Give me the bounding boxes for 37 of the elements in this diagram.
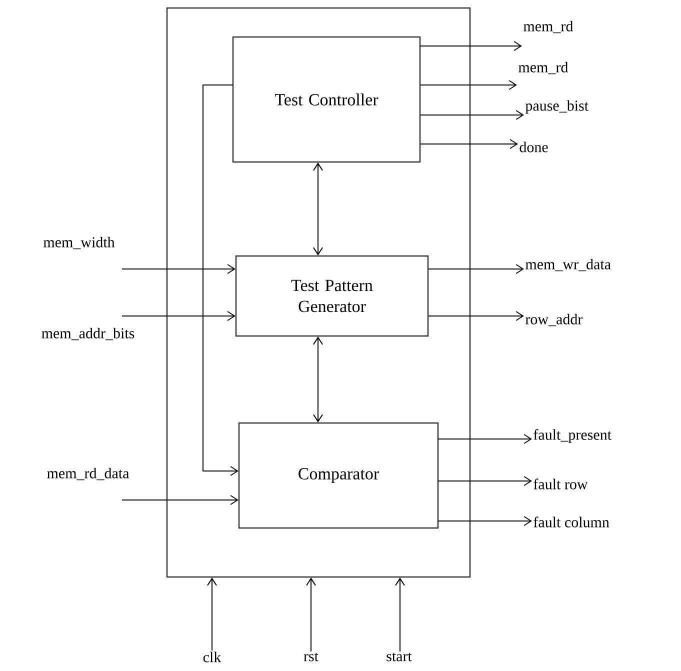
- arrow: [428, 311, 524, 321]
- signal-label: mem_rd_data: [47, 468, 130, 480]
- signal-label: clk: [203, 652, 222, 662]
- arrow: [202, 84, 238, 476]
- signal-label: start: [386, 652, 412, 662]
- arrow: [395, 578, 405, 652]
- block-box: Test Pattern Generator: [236, 256, 428, 336]
- arrow: [420, 139, 518, 149]
- system-block: [166, 8, 470, 578]
- block-box: Comparator: [238, 422, 438, 528]
- signal-label: mem_addr_bits: [42, 328, 134, 340]
- signal-label: fault row: [534, 478, 588, 490]
- arrow: [122, 264, 236, 274]
- arrow: [122, 311, 236, 321]
- signal-label: fault column: [534, 516, 610, 528]
- signal-label: done: [520, 142, 548, 152]
- signal-label: mem_width: [43, 236, 115, 250]
- arrow: [313, 336, 323, 422]
- arrow: [438, 516, 532, 526]
- arrow: [313, 162, 323, 256]
- arrow: [207, 578, 217, 652]
- signal-label: mem_rd: [518, 62, 568, 74]
- signal-label: mem_wr_data: [526, 258, 611, 272]
- signal-label: row_addr: [526, 314, 583, 326]
- arrow: [122, 495, 238, 505]
- signal-label: rst: [304, 652, 318, 662]
- arrow: [420, 110, 524, 120]
- arrow: [420, 80, 517, 90]
- arrow: [306, 578, 316, 652]
- signal-label: pause_bist: [525, 100, 588, 114]
- block-box: Test Controller: [232, 36, 420, 162]
- signal-label: fault_present: [534, 429, 612, 443]
- arrow: [438, 434, 532, 444]
- arrow: [428, 264, 524, 274]
- arrow: [438, 476, 532, 486]
- arrow: [420, 41, 522, 51]
- signal-label: mem_rd: [524, 20, 573, 34]
